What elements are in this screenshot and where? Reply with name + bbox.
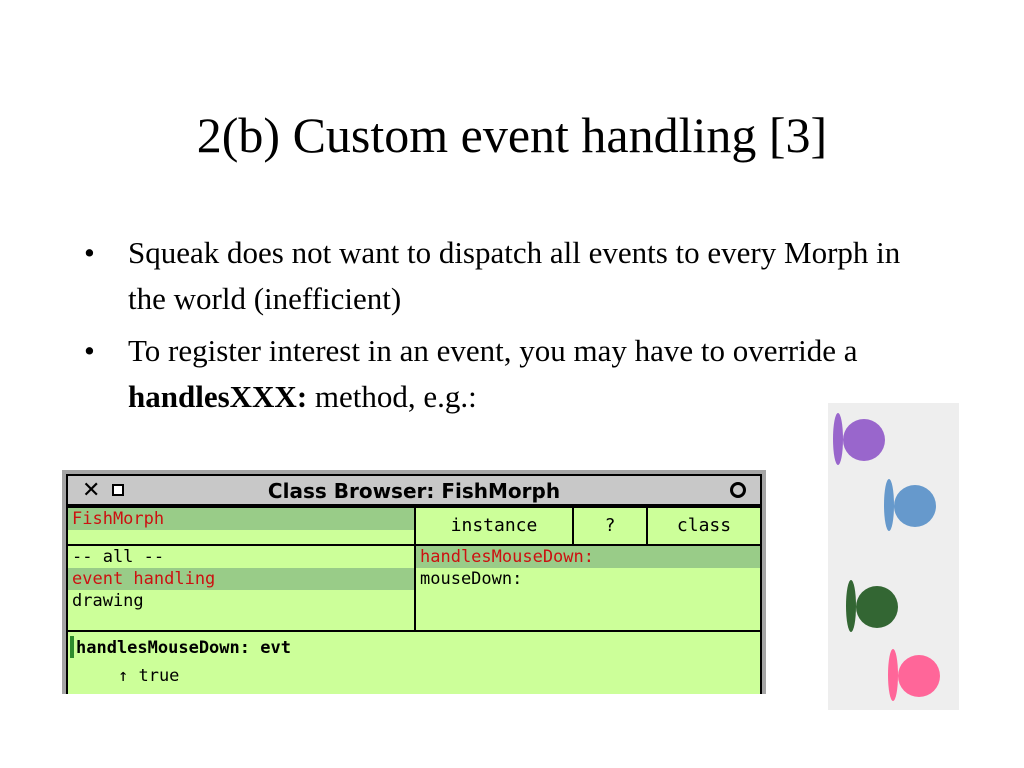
fish-tail [846,580,856,632]
bullet-bold-method: handlesXXX: [128,379,308,414]
bullet-text: To register interest in an event, you ma… [128,328,914,420]
bullet-text: Squeak does not want to dispatch all eve… [128,235,901,316]
bullet-text-end: method, e.g.: [307,379,477,414]
fish-body [898,655,940,697]
method-item[interactable]: mouseDown: [420,569,523,589]
bullet-item: • Squeak does not want to dispatch all e… [84,230,914,322]
class-list-pane[interactable]: FishMorph [66,506,416,546]
fish-body [843,419,885,461]
instance-button[interactable]: instance [414,506,574,546]
bullet-marker: • [84,333,95,368]
category-item[interactable]: event handling [68,568,414,590]
window-titlebar[interactable]: ✕ Class Browser: FishMorph [66,474,762,506]
method-item[interactable]: handlesMouseDown: [416,546,760,568]
help-button[interactable]: ? [572,506,648,546]
category-item[interactable]: drawing [72,591,144,611]
fish-body [894,485,936,527]
class-list-item[interactable]: FishMorph [68,508,414,530]
code-pane[interactable]: handlesMouseDown: evt ↑ true [66,630,762,694]
text-cursor [70,636,74,658]
fish-tail [888,649,898,701]
menu-icon[interactable] [112,484,124,496]
slide-title: 2(b) Custom event handling [3] [196,107,828,163]
collapse-icon[interactable] [730,482,746,498]
bullet-text-start: To register interest in an event, you ma… [128,333,858,368]
class-browser-window: ✕ Class Browser: FishMorph FishMorph ins… [62,470,766,694]
category-item[interactable]: -- all -- [72,547,165,567]
bullet-list: • Squeak does not want to dispatch all e… [84,230,914,426]
fish-tail [833,413,843,465]
bullet-item: • To register interest in an event, you … [84,328,914,420]
code-line[interactable]: handlesMouseDown: evt [76,638,291,658]
fish-body [856,586,898,628]
bullet-marker: • [84,235,95,270]
fish-morphs-panel [828,403,959,710]
fish-tail [884,479,894,531]
window-title: Class Browser: FishMorph [267,479,561,503]
code-line[interactable]: ↑ true [118,666,180,686]
class-button[interactable]: class [646,506,762,546]
method-list-pane[interactable]: handlesMouseDown: mouseDown: [414,544,762,632]
close-icon[interactable]: ✕ [82,478,101,503]
category-list-pane[interactable]: -- all -- event handling drawing [66,544,416,632]
